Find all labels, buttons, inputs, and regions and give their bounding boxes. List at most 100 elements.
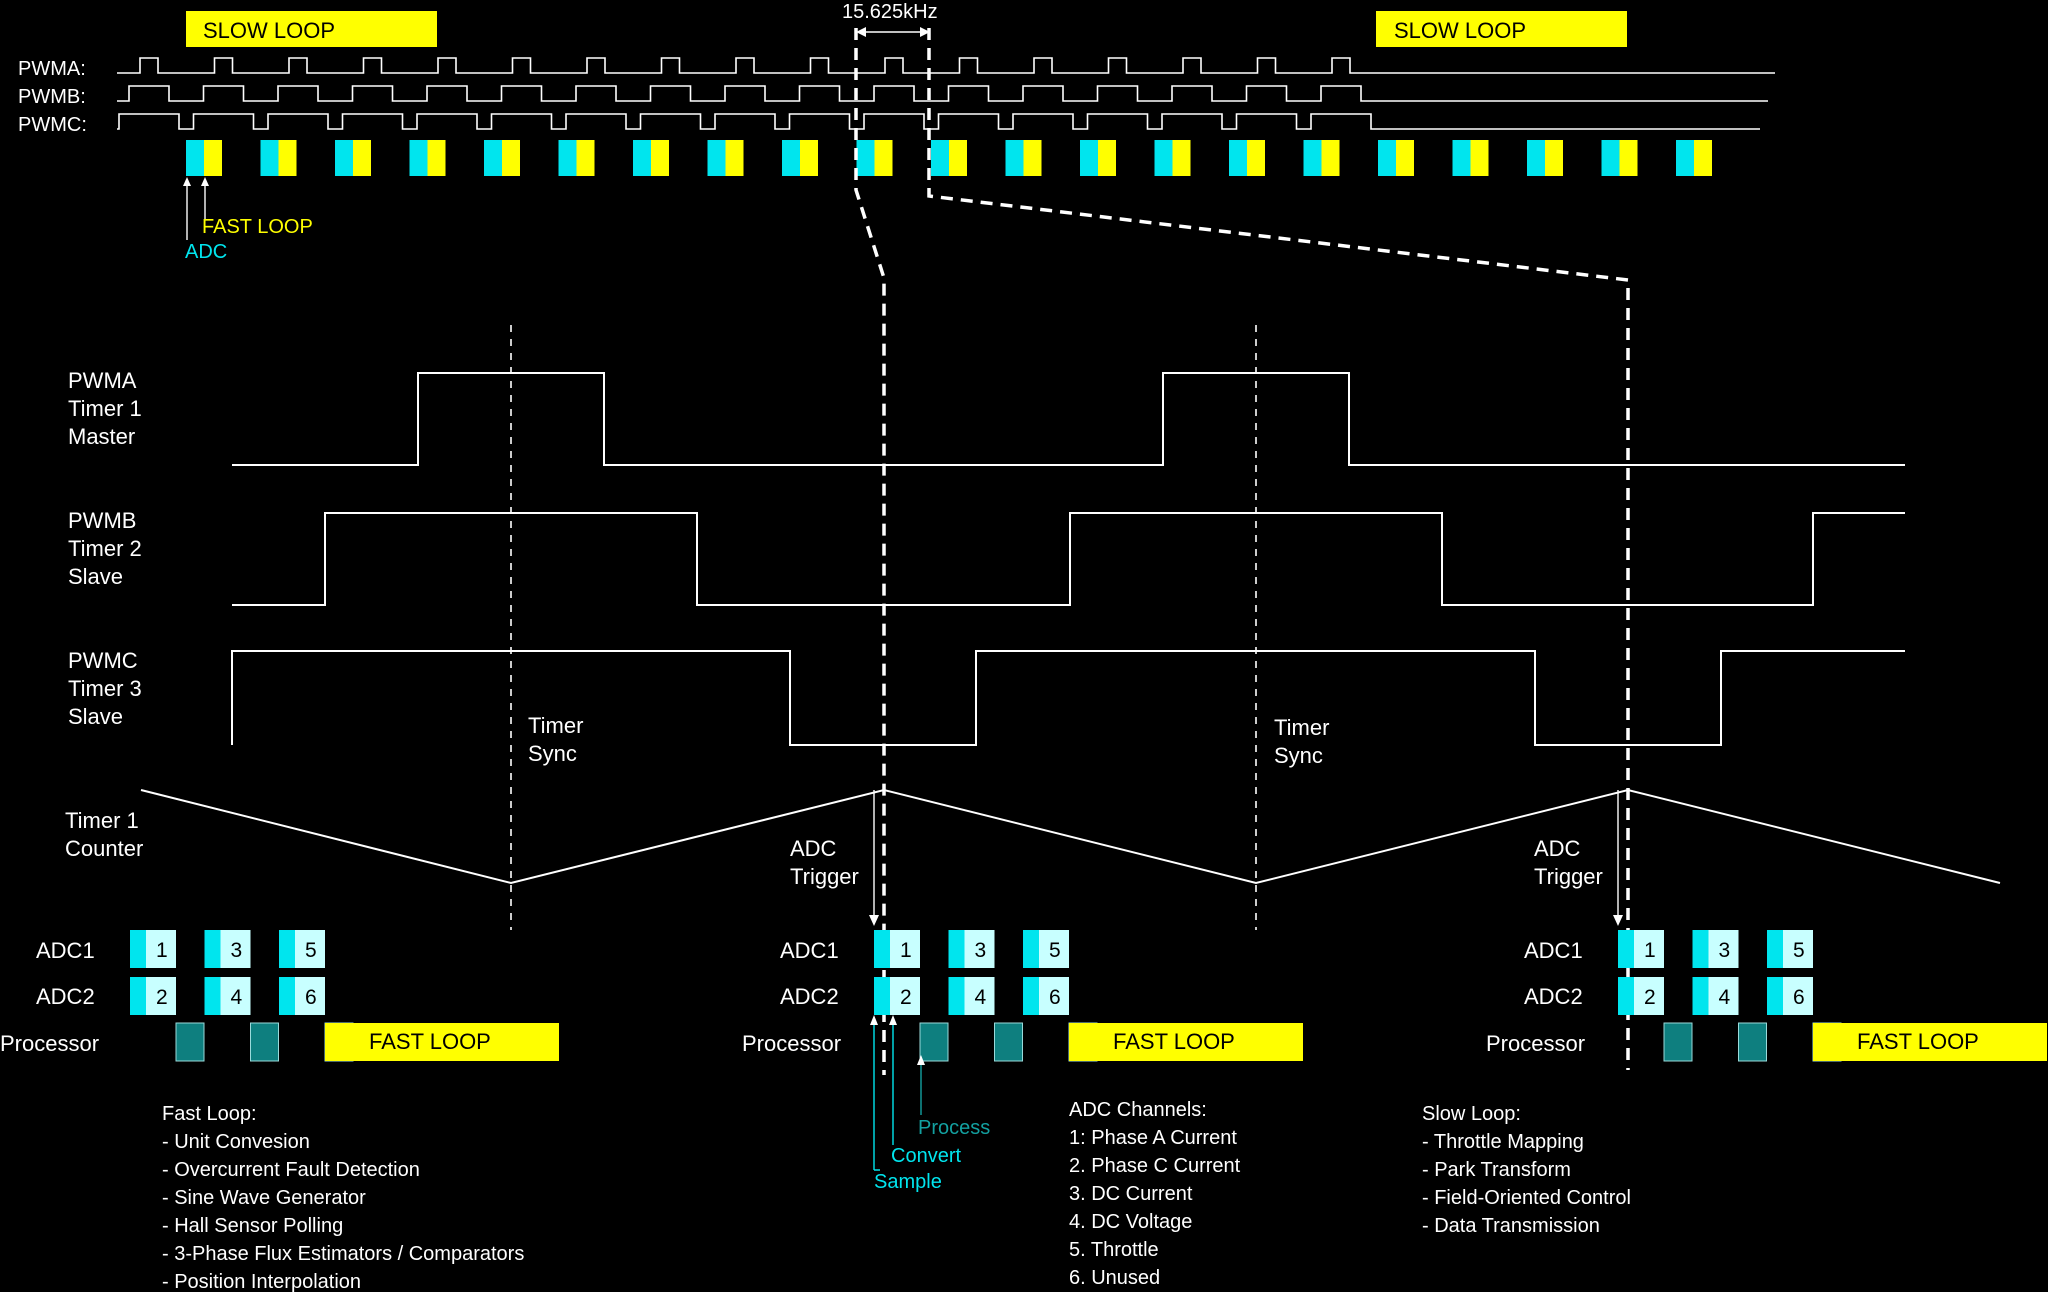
adc1-channel-number: 1 [900,939,912,962]
fast-loop-pulse [260,140,297,176]
adc2-channel-number: 2 [1644,986,1656,1009]
fast-loop-notes-title: Fast Loop: [162,1103,257,1125]
adc2-channel-number: 4 [231,986,243,1009]
processor-row-label: Processor [742,1031,841,1056]
pwma-label-line1: PWMA [68,368,137,393]
adc-pulse [558,140,577,176]
adc1-channel-number: 5 [305,939,317,962]
fast-loop-pulse [558,140,595,176]
fast-loop-pulse-yellow [949,140,967,176]
fast-loop-pulse-yellow [874,140,893,176]
frequency-label: 15.625kHz [842,1,938,23]
adc1-channel-number: 5 [1049,939,1061,962]
adc1-cell: 3 [1692,930,1739,968]
adc1-channel-number: 3 [1719,939,1731,962]
fast-loop-pulse [1303,140,1340,176]
fast-loop-pulse [1527,140,1563,176]
adc1-cell: 1 [1618,930,1664,968]
adc2-cell: 6 [279,977,325,1015]
fast-loop-note-item: - Overcurrent Fault Detection [162,1159,420,1181]
adc-trigger-mid-line2: Trigger [790,864,859,889]
fast-loop-pulse-yellow [800,140,818,176]
slow-loop-note-item: - Data Transmission [1422,1215,1600,1237]
timer-sync-right-line2: Sync [1274,743,1323,768]
pwmb-small-label: PWMB: [18,86,86,108]
pwmc-label-line3: Slave [68,704,123,729]
fast-loop-pulse-yellow [353,140,371,176]
adc1-cell: 3 [948,930,995,968]
adc-channel-item: 2. Phase C Current [1069,1155,1241,1177]
fast-loop-pulse-yellow [1694,140,1712,176]
adc1-cell: 5 [1767,930,1813,968]
adc-channel-item: 6. Unused [1069,1267,1160,1289]
sample-label: Sample [874,1171,942,1193]
fast-loop-pulse-yellow [1619,140,1638,176]
adc-pulse [1676,140,1694,176]
fast-loop-note-item: - Unit Convesion [162,1131,310,1153]
adc1-channel-number: 3 [231,939,243,962]
processor-fast-loop-label: FAST LOOP [369,1029,491,1054]
adc2-channel-number: 6 [1793,986,1805,1009]
pwma-label-line2: Timer 1 [68,396,142,421]
timer-sync-right-line1: Timer [1274,715,1329,740]
adc-pulse [1378,140,1396,176]
fast-loop-pulse [707,140,744,176]
adc-channels-title: ADC Channels: [1069,1099,1207,1121]
adc-pulse [633,140,651,176]
pwmb-label-line3: Slave [68,564,123,589]
fast-loop-pulse [186,140,222,176]
convert-label: Convert [891,1145,961,1167]
adc2-cell: 2 [1618,977,1664,1015]
fast-loop-pulse [1005,140,1042,176]
fast-loop-pulse [409,140,446,176]
pwmb-wave [232,512,1905,606]
adc2-cell: 6 [1023,977,1069,1015]
pwmc-label-line2: Timer 3 [68,676,142,701]
fast-loop-label-arrowhead [201,177,209,186]
fast-loop-pulse [1154,140,1191,176]
adc-channel-item: 3. DC Current [1069,1183,1193,1205]
process-pointer-head [917,1055,925,1065]
adc-trigger-right-line1: ADC [1534,836,1581,861]
top-overview: SLOW LOOP SLOW LOOP 15.625kHz PWMA: PWMB… [18,1,1775,263]
detail-waveforms [140,325,2001,930]
adc1-row-label: ADC1 [36,938,95,963]
fast-loop-pulse [335,140,371,176]
adc2-cell: 2 [874,977,920,1015]
fast-loop-pulse-yellow [1545,140,1563,176]
adc1-cell: 5 [1023,930,1069,968]
counter-label-line2: Counter [65,836,143,861]
fast-loop-pulse-yellow [651,140,669,176]
adc2-row-label: ADC2 [1524,984,1583,1009]
fast-loop-note-item: - 3-Phase Flux Estimators / Comparators [162,1243,524,1265]
convert-pointer-head [889,1015,897,1025]
fast-loop-pulse [1229,140,1265,176]
adc1-row-label: ADC1 [780,938,839,963]
adc2-row-label: ADC2 [36,984,95,1009]
adc-pulse [1601,140,1620,176]
pwmc-small-wave [117,113,1760,130]
fast-loop-pulse-yellow [204,140,222,176]
fast-loop-pulse [1452,140,1489,176]
adc2-channel-number: 4 [1719,986,1731,1009]
adc-pulse [1527,140,1545,176]
processor-block [250,1022,279,1062]
slow-loop-banner-left-label: SLOW LOOP [203,18,335,43]
fast-loop-pulse-blocks [186,140,1712,176]
processor-block [919,1022,949,1062]
fast-loop-pulse-yellow [278,140,297,176]
adc-label-arrowhead [183,177,191,186]
adc-pulse [782,140,800,176]
processor-row-label: Processor [1486,1031,1585,1056]
slow-loop-notes-title: Slow Loop: [1422,1103,1521,1125]
slow-loop-banner-right [1376,11,1627,47]
adc-label: ADC [185,241,227,263]
pwma-small-wave [117,57,1775,74]
adc2-channel-number: 6 [1049,986,1061,1009]
timer1-counter-wave [140,788,2001,885]
adc2-channel-number: 4 [975,986,987,1009]
